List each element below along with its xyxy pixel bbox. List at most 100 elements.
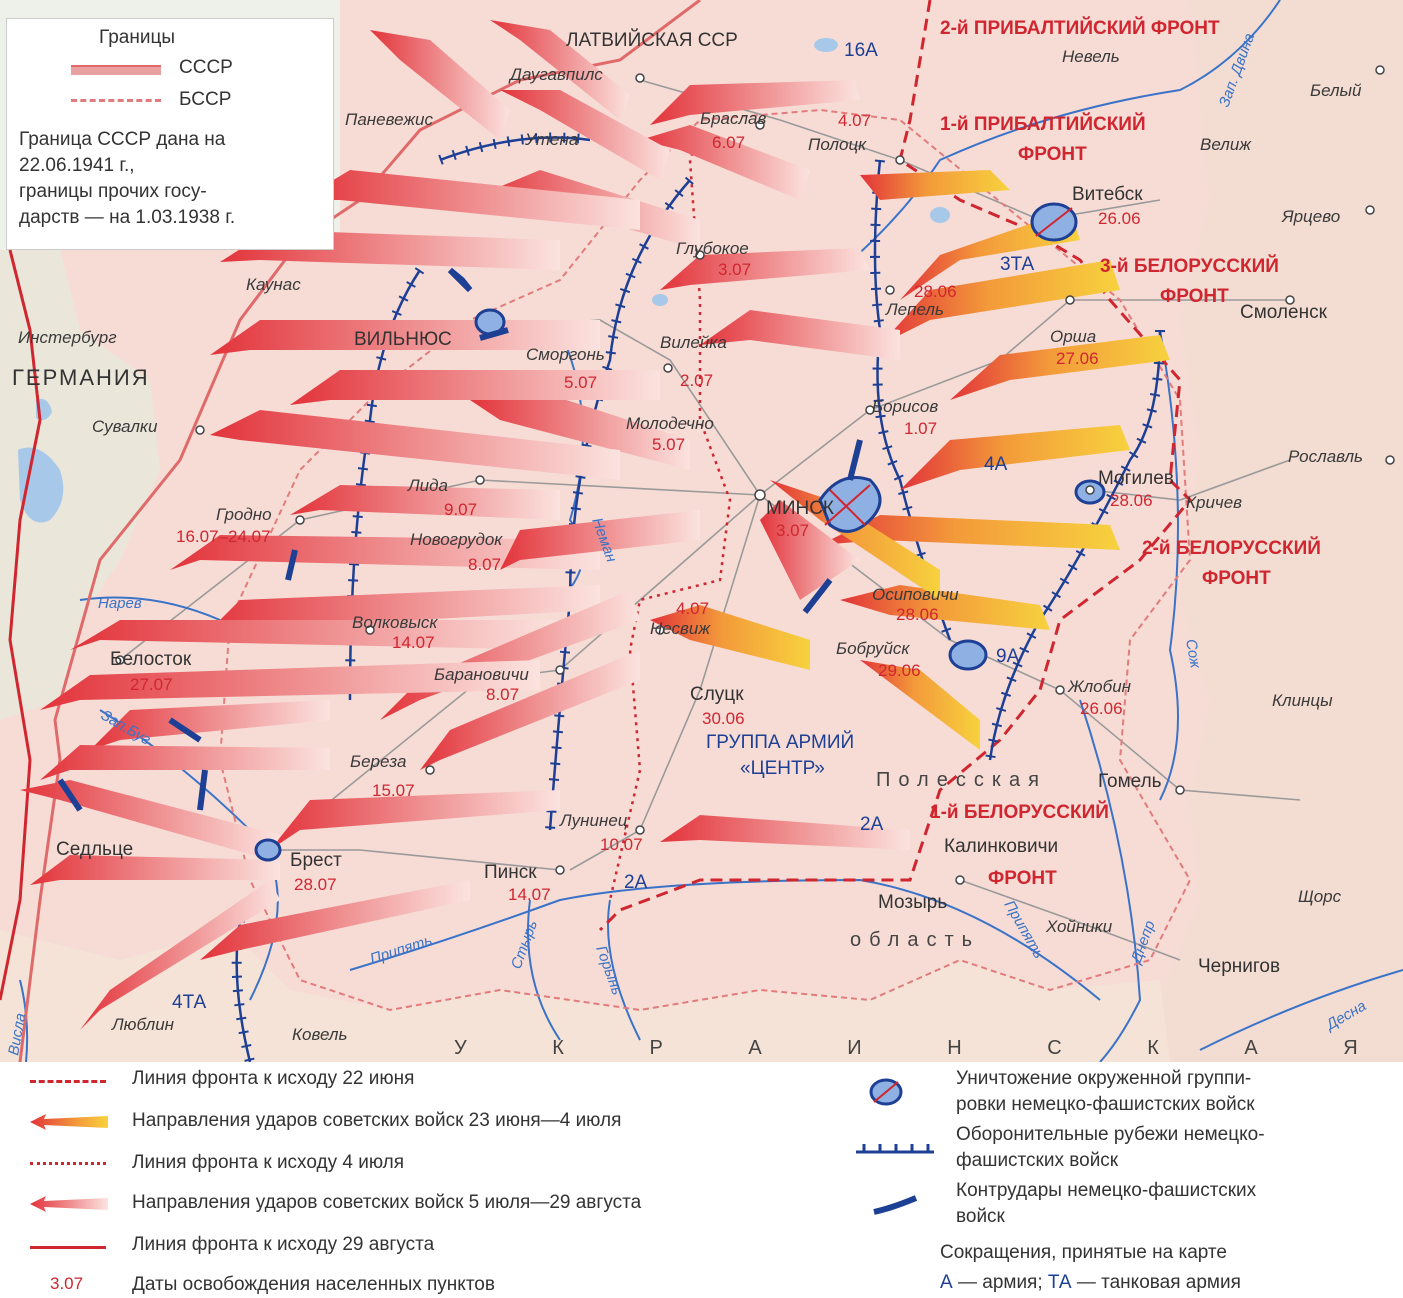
legend-encircle-1: Уничтожение окруженной группи- (956, 1068, 1252, 1089)
label-lublin: Люблин (111, 1015, 175, 1034)
date-nesvizh: 4.07 (676, 599, 709, 618)
front-line-29-august (0, 249, 42, 1001)
label-army-4ta: 4ТА (172, 992, 207, 1013)
outer-land-west (0, 250, 160, 720)
date-braslav: 6.07 (712, 133, 745, 152)
borders-legend: Границы СССР БССР Граница СССР дана на 2… (6, 18, 334, 250)
label-mozyr: Мозырь (878, 892, 947, 913)
label-minsk: МИНСК (766, 498, 834, 519)
label-bereza: Береза (350, 752, 406, 771)
legend-counter-2: войск (956, 1206, 1005, 1227)
city-dots (115, 65, 1395, 885)
label-latvia: ЛАТВИЙСКАЯ ССР (566, 29, 738, 51)
label-bialystok: Белосток (110, 649, 192, 670)
encircled-vitebsk-icon (1030, 202, 1078, 242)
ussr-border (18, 0, 701, 1062)
ukraine-area (0, 930, 1170, 1062)
map-legend: Линия фронта к исходу 22 июня Направлени… (0, 1062, 1403, 1298)
label-velizh: Велиж (1200, 135, 1252, 154)
date-slutsk: 30.06 (702, 709, 745, 728)
date-volkovysk: 14.07 (392, 633, 435, 652)
date-polotsk: 4.07 (838, 111, 871, 130)
legend-front-29: Линия фронта к исходу 29 августа (132, 1234, 435, 1255)
date-vitebsk: 26.06 (1098, 209, 1141, 228)
lake (814, 38, 838, 52)
label-bely: Белый (1310, 81, 1362, 100)
borders-legend-ussr: СССР (179, 57, 233, 78)
legend-abbr-ta-text: — танковая армия (1076, 1272, 1241, 1293)
label-army-group-b: «ЦЕНТР» (740, 758, 825, 779)
borders-legend-note-1: Граница СССР дана на (19, 129, 226, 150)
legend-abbr-ta: ТА (1047, 1272, 1072, 1293)
date-brest: 28.07 (294, 875, 337, 894)
borders-legend-note-2: 22.06.1941 г., (19, 155, 135, 176)
label-zhlobin: Жлобин (1067, 677, 1132, 696)
date-vileyka: 2.07 (680, 371, 713, 390)
legend-dates-label: Даты освобождения населенных пунктов (132, 1274, 495, 1295)
label-molodechno: Молодечно (626, 414, 714, 433)
label-klintsy: Клинцы (1272, 691, 1333, 710)
date-grodno: 16.07–24.07 (176, 527, 271, 546)
label-front-belor2-b: ФРОНТ (1202, 568, 1271, 589)
label-lepel: Лепель (885, 300, 944, 319)
label-grodno: Гродно (216, 505, 272, 524)
front-line-22-june (598, 0, 1193, 932)
front-line-4-july (608, 129, 732, 901)
legend-defense-icon (856, 1144, 934, 1154)
label-kovel: Ковель (292, 1025, 347, 1044)
encircled-bobruisk-icon (948, 639, 988, 671)
legend-front-4-swatch (30, 1162, 106, 1165)
borders-legend-note-4: дарств — на 1.03.1938 г. (19, 207, 236, 228)
label-orsha: Орша (1050, 327, 1096, 346)
label-nevel: Невель (1062, 47, 1120, 66)
label-volkovysk: Волковыск (352, 613, 438, 632)
label-panevezys: Паневежис (345, 110, 433, 129)
label-river-sozh: Сож (1182, 638, 1204, 670)
date-osipovichi: 28.06 (896, 605, 939, 624)
date-smorgon: 5.07 (564, 373, 597, 392)
legend-front-4: Линия фронта к исходу 4 июля (132, 1152, 405, 1173)
label-yartsevo: Ярцево (1281, 207, 1340, 226)
encircled-minsk-icon (818, 476, 882, 533)
label-baranovichi: Барановичи (434, 665, 529, 684)
date-bialystok: 27.07 (130, 675, 173, 694)
date-bereza: 15.07 (372, 781, 415, 800)
label-polotsk: Полоцк (808, 135, 867, 154)
label-luninets: Лунинец (559, 811, 628, 830)
label-army-2a-east: 2А (860, 814, 884, 835)
label-front-belor3-a: 3-й БЕЛОРУССКИЙ (1100, 255, 1279, 277)
legend-abbr-line: А — армия; ТА — танковая армия (940, 1272, 1241, 1294)
legend-dates-sample: 3.07 (50, 1274, 84, 1293)
legend-encircle-2: ровки немецко-фашистских войск (956, 1094, 1255, 1115)
borders-legend-title: Границы (99, 27, 175, 48)
label-region-ukrainskaya: У К Р А И Н С К А Я (454, 1037, 1398, 1059)
label-siedlce: Седльце (56, 839, 133, 860)
label-front-baltic1-a: 1-й ПРИБАЛТИЙСКИЙ (940, 113, 1146, 135)
label-gomel: Гомель (1098, 771, 1162, 792)
label-suwalki: Сувалки (92, 417, 158, 436)
soviet-strikes-july-august (20, 20, 910, 1030)
encircled-brest-icon (254, 838, 282, 862)
date-molodechno: 5.07 (652, 435, 685, 454)
label-braslav: Браслав (700, 109, 767, 128)
label-front-baltic2: 2-й ПРИБАЛТИЙСКИЙ ФРОНТ (940, 17, 1220, 39)
label-region-oblast: область (850, 929, 980, 951)
label-roslavl: Рославль (1288, 447, 1363, 466)
label-krichev: Кричев (1186, 493, 1242, 512)
date-novogrudok: 8.07 (468, 555, 501, 574)
label-army-9a: 9А (996, 646, 1020, 667)
encircled-groups (254, 202, 1106, 862)
label-vitebsk: Витебск (1072, 184, 1143, 205)
date-glubokoe: 3.07 (718, 260, 751, 279)
label-nesvizh: Несвиж (650, 619, 711, 638)
operation-map: ЛАТВИЙСКАЯ ССР Даугавпилс Паневежис Утен… (0, 0, 1403, 1062)
lake (652, 294, 668, 306)
legend-abbr-a: А (940, 1272, 953, 1293)
label-front-belor2-a: 2-й БЕЛОРУССКИЙ (1142, 537, 1321, 559)
date-orsha: 27.06 (1056, 349, 1099, 368)
label-smolensk: Смоленск (1240, 302, 1328, 323)
label-army-16a: 16А (844, 40, 878, 61)
label-front-baltic1-b: ФРОНТ (1018, 144, 1087, 165)
outer-land-east (1160, 0, 1403, 1062)
bssr-border-swatch (71, 99, 161, 102)
